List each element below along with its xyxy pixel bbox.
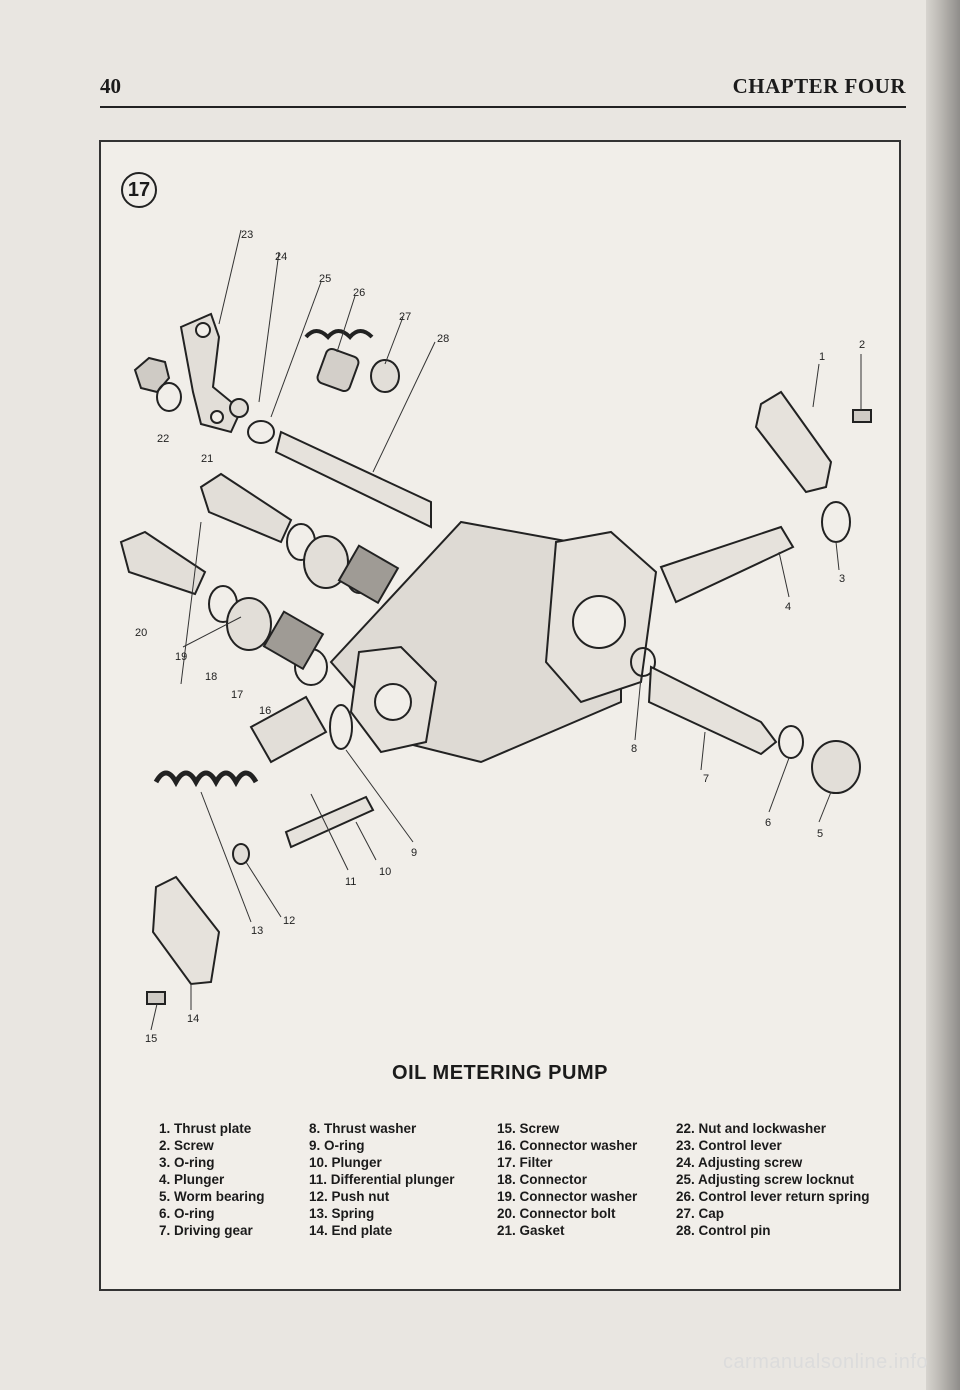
callout-26: 26 — [353, 287, 365, 299]
callout-17: 17 — [231, 689, 243, 701]
callout-27: 27 — [399, 311, 411, 323]
callout-6: 6 — [765, 817, 771, 829]
callout-25: 25 — [319, 273, 331, 285]
callout-7: 7 — [703, 773, 709, 785]
legend-column-4: 22. Nut and lockwasher 23. Control lever… — [676, 1120, 886, 1239]
thrust-plate — [754, 390, 833, 494]
legend-item: 14. End plate — [309, 1223, 393, 1238]
watermark: carmanualsonline.info — [722, 1351, 928, 1373]
parts-legend: 1. Thrust plate 2. Screw 3. O-ring 4. Pl… — [159, 1120, 879, 1250]
callout-24: 24 — [275, 251, 287, 263]
callout-9: 9 — [411, 847, 417, 859]
callout-23: 23 — [241, 229, 253, 241]
callout-15: 15 — [145, 1033, 157, 1042]
legend-item: 27. Cap — [676, 1206, 725, 1221]
legend-item: 23. Control lever — [676, 1138, 782, 1153]
return-spring — [304, 329, 374, 340]
connector-bolt-top — [199, 472, 293, 544]
callout-16: 16 — [259, 705, 271, 717]
legend-item: 9. O-ring — [309, 1138, 365, 1153]
figure-number: 17 — [121, 172, 157, 208]
callout-4: 4 — [785, 601, 791, 613]
legend-item: 24. Adjusting screw — [676, 1155, 803, 1170]
callout-13: 13 — [251, 925, 263, 937]
page-header: 40 CHAPTER FOUR — [100, 72, 906, 108]
callout-12: 12 — [283, 915, 295, 927]
callout-18: 18 — [205, 671, 217, 683]
callout-3: 3 — [839, 573, 845, 585]
callout-22: 22 — [157, 433, 169, 445]
legend-item: 25. Adjusting screw locknut — [676, 1172, 855, 1187]
worm-bearing-plunger — [659, 525, 795, 604]
legend-item: 26. Control lever return spring — [676, 1189, 870, 1204]
legend-item: 18. Connector — [497, 1172, 588, 1187]
differential-plunger — [284, 795, 375, 849]
figure-caption: OIL METERING PUMP — [392, 1062, 608, 1084]
legend-column-2: 8. Thrust washer 9. O-ring 10. Plunger 1… — [309, 1120, 494, 1239]
legend-item: 22. Nut and lockwasher — [676, 1121, 827, 1136]
legend-item: 12. Push nut — [309, 1189, 390, 1204]
chapter-title: CHAPTER FOUR — [732, 74, 906, 98]
callout-1: 1 — [819, 351, 825, 363]
spring — [153, 770, 259, 788]
callout-5: 5 — [817, 828, 823, 840]
legend-item: 13. Spring — [309, 1206, 375, 1221]
legend-item: 28. Control pin — [676, 1223, 771, 1238]
callout-2: 2 — [859, 339, 865, 351]
legend-item: 1. Thrust plate — [159, 1121, 252, 1136]
callout-11: 11 — [345, 876, 356, 888]
plunger — [249, 695, 328, 764]
callout-8: 8 — [631, 743, 637, 755]
callout-19: 19 — [175, 651, 187, 663]
legend-item: 5. Worm bearing — [159, 1189, 265, 1204]
page-edge-shadow — [926, 0, 960, 1390]
legend-item: 17. Filter — [497, 1155, 553, 1170]
legend-item: 11. Differential plunger — [309, 1172, 455, 1187]
driving-gear — [647, 665, 778, 756]
callout-20: 20 — [135, 627, 147, 639]
legend-item: 10. Plunger — [309, 1155, 382, 1170]
exploded-parts-diagram: 1 2 3 4 5 6 7 8 9 10 11 12 13 14 15 16 1… — [119, 229, 872, 1042]
legend-item: 7. Driving gear — [159, 1223, 253, 1238]
callout-28: 28 — [437, 333, 449, 345]
legend-item: 6. O-ring — [159, 1206, 215, 1221]
legend-item: 3. O-ring — [159, 1155, 215, 1170]
figure-frame: 17 — [99, 140, 901, 1291]
control-pin — [274, 430, 432, 529]
legend-column-3: 15. Screw 16. Connector washer 17. Filte… — [497, 1120, 682, 1239]
legend-item: 20. Connector bolt — [497, 1206, 616, 1221]
legend-item: 21. Gasket — [497, 1223, 565, 1238]
legend-column-1: 1. Thrust plate 2. Screw 3. O-ring 4. Pl… — [159, 1120, 344, 1239]
legend-item: 16. Connector washer — [497, 1138, 638, 1153]
callout-21: 21 — [201, 453, 213, 465]
legend-item: 19. Connector washer — [497, 1189, 638, 1204]
legend-item: 4. Plunger — [159, 1172, 225, 1187]
lever-nut — [133, 356, 171, 394]
page-number: 40 — [100, 74, 121, 98]
end-plate — [151, 875, 221, 986]
legend-item: 15. Screw — [497, 1121, 560, 1136]
legend-item: 8. Thrust washer — [309, 1121, 417, 1136]
callout-14: 14 — [187, 1013, 199, 1025]
connector-bolt-bottom — [119, 530, 207, 596]
callout-10: 10 — [379, 866, 391, 878]
legend-item: 2. Screw — [159, 1138, 214, 1153]
